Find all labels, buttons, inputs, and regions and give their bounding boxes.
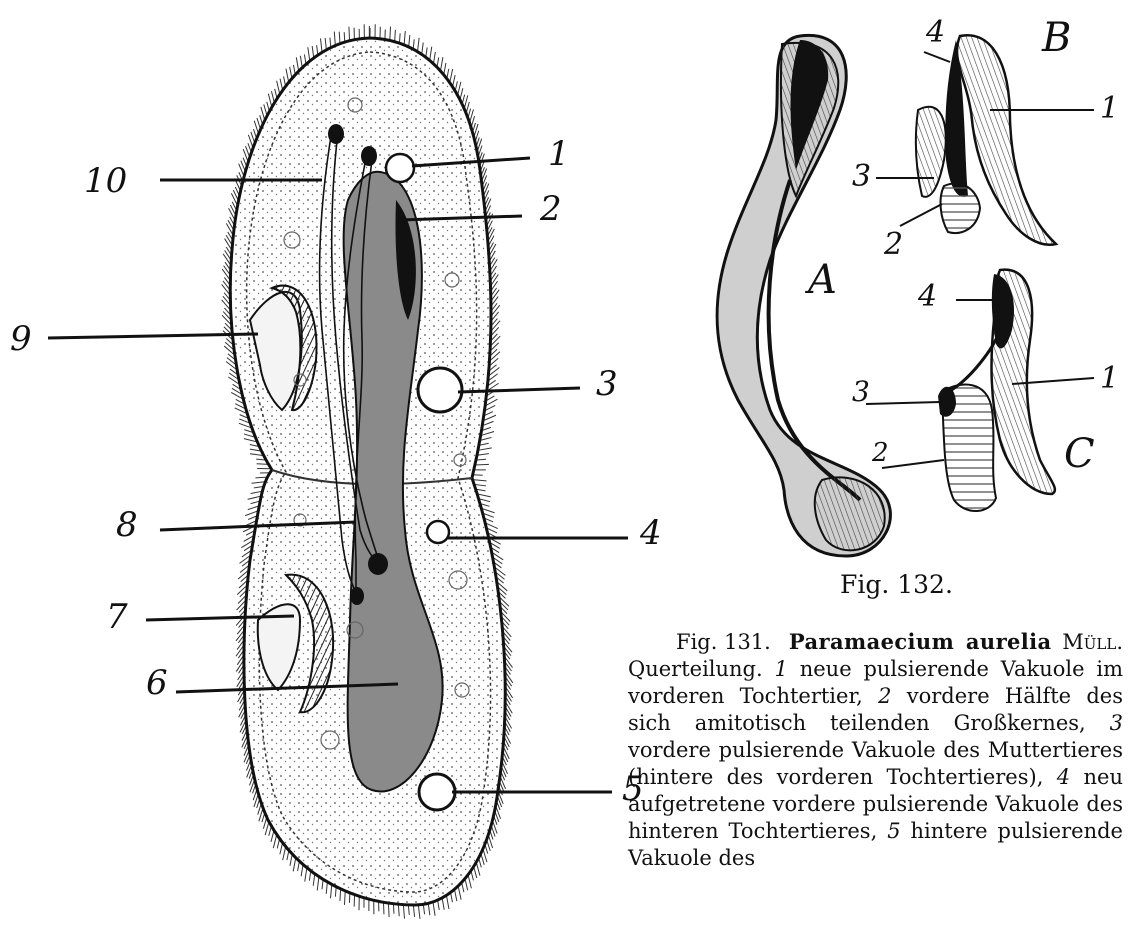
panel-b-label: B — [1042, 18, 1071, 58]
caption-num-3: 3 — [1110, 711, 1123, 735]
figure-132-panel-b-drawing — [876, 35, 1094, 245]
figure-132-title: Fig. 132. — [840, 570, 953, 599]
label-9: 9 — [10, 322, 32, 356]
label-6: 6 — [146, 666, 168, 700]
figure-131-caption: Fig. 131. Paramaecium aurelia Müll. Quert… — [628, 628, 1123, 872]
caption-num-2: 2 — [878, 684, 891, 708]
figure-132-panel-a-drawing — [717, 35, 890, 556]
label-2: 2 — [540, 192, 562, 226]
caption-text-1: Querteilung. — [628, 657, 763, 681]
vacuole-3 — [418, 368, 462, 412]
panel-b-label-3: 3 — [852, 162, 871, 192]
caption-author: Müll. — [1062, 630, 1123, 654]
panel-c-label: C — [1064, 434, 1095, 474]
label-7: 7 — [106, 600, 128, 634]
label-3: 3 — [596, 367, 618, 401]
caption-text-4: vordere pulsierende Vakuole des Mutterti… — [628, 738, 1123, 789]
panel-c-label-4: 4 — [918, 282, 937, 312]
vacuole-5 — [419, 774, 455, 810]
figure-132-panel-c-drawing — [866, 270, 1094, 511]
panel-b-label-1: 1 — [1100, 94, 1119, 124]
caption-fig-number: Fig. 131. — [676, 629, 771, 656]
caption-species: Paramaecium aurelia — [789, 629, 1052, 654]
caption-num-5: 5 — [887, 819, 900, 843]
label-1: 1 — [548, 137, 570, 171]
vacuole-4 — [427, 521, 449, 543]
panel-c-label-3: 3 — [852, 378, 870, 406]
panel-c-label-2: 2 — [872, 440, 889, 466]
caption-num-4: 4 — [1057, 765, 1070, 789]
vacuole-1 — [386, 154, 414, 182]
panel-b-label-4: 4 — [926, 18, 945, 48]
panel-a-label: A — [808, 260, 837, 300]
caption-num-1: 1 — [775, 657, 788, 681]
panel-b-label-2: 2 — [884, 230, 903, 260]
panel-c-label-1: 1 — [1100, 364, 1119, 394]
label-10: 10 — [84, 164, 127, 198]
label-8: 8 — [116, 508, 138, 542]
label-4: 4 — [640, 516, 662, 550]
